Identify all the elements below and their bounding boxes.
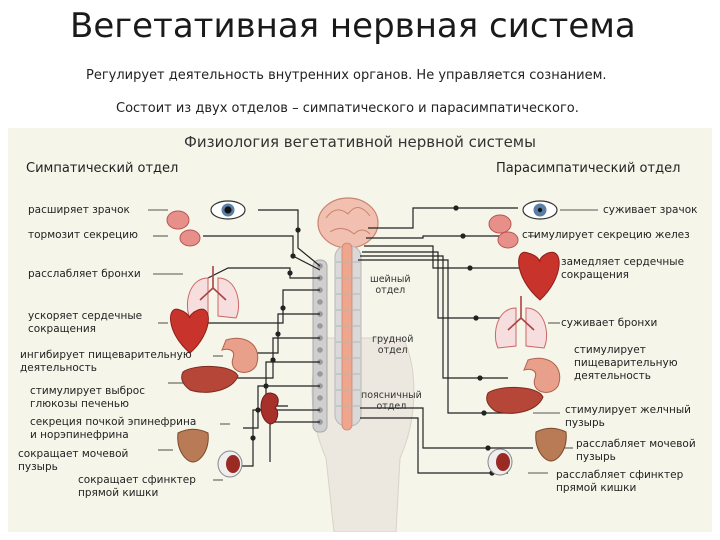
figure-title: Физиология вегетативной нервной системы	[184, 133, 536, 151]
para-label-digestion: стимулирует пищеварительную деятельность	[574, 344, 678, 382]
left-kidney-icon	[260, 392, 279, 425]
para-label-gallbladder: стимулирует желчный пузырь	[565, 404, 691, 429]
description-line-2: Состоит из двух отделов – симпатического…	[116, 101, 579, 116]
sympathetic-header: Симпатический отдел	[26, 161, 179, 176]
symp-label-kidney: секреция почкой эпинефрина и норэпинефри…	[30, 416, 197, 441]
para-label-rectum: расслабляет сфинктер прямой кишки	[556, 469, 684, 494]
left-stomach-icon	[221, 337, 259, 373]
spinal-column	[334, 242, 362, 431]
para-label-bladder: расслабляет мочевой пузырь	[576, 438, 696, 463]
symp-label-heart: ускоряет сердечные сокращения	[28, 310, 143, 335]
ans-diagram-drawing	[148, 197, 598, 532]
right-stomach-icon	[523, 357, 561, 393]
sympathetic-ganglia	[250, 227, 301, 441]
segment-cervical: шейный отдел	[370, 274, 411, 296]
right-rectum-icon	[487, 448, 513, 476]
symp-label-bronchi: расслабляет бронхи	[28, 268, 141, 280]
symp-label-pupil: расширяет зрачок	[28, 204, 130, 216]
right-lungs-icon	[494, 296, 548, 349]
brain-icon	[317, 197, 379, 249]
ans-diagram-panel: Физиология вегетативной нервной системы …	[8, 128, 712, 532]
right-eye-icon	[522, 200, 558, 220]
left-lungs-icon	[186, 266, 240, 319]
segment-lumbar: поясничный отдел	[361, 390, 422, 412]
para-label-heart: замедляет сердечные сокращения	[561, 256, 685, 281]
parasympathetic-header: Парасимпатический отдел	[496, 161, 681, 176]
symp-label-rectum: сокращает сфинктер прямой кишки	[78, 474, 196, 499]
sympathetic-trunk	[312, 259, 328, 433]
parasympathetic-ganglia	[453, 205, 495, 476]
symp-label-secretion: тормозит секрецию	[28, 229, 138, 241]
left-bladder-icon	[177, 428, 209, 463]
right-bladder-icon	[535, 427, 567, 462]
para-label-pupil: суживает зрачок	[603, 204, 698, 216]
para-label-bronchi: суживает бронхи	[561, 317, 658, 329]
right-heart-icon	[518, 251, 560, 301]
left-eye-icon	[210, 200, 246, 220]
slide-title: Вегетативная нервная система	[70, 6, 636, 46]
left-liver-icon	[181, 365, 239, 393]
description-line-1: Регулирует деятельность внутренних орган…	[86, 68, 607, 83]
symp-label-digestion: ингибирует пищеварительную деятельность	[20, 349, 192, 374]
symp-label-glucose: стимулирует выброс глюкозы печенью	[30, 385, 145, 410]
right-salivary-gland-icon	[488, 214, 519, 249]
left-salivary-gland-icon	[166, 210, 201, 247]
right-liver-icon	[486, 386, 544, 414]
segment-thoracic: грудной отдел	[372, 334, 414, 356]
left-rectum-icon	[217, 450, 243, 478]
symp-label-bladder: сокращает мочевой пузырь	[18, 448, 129, 473]
left-heart-icon	[170, 308, 209, 354]
para-label-secretion: стимулирует секрецию желез	[522, 229, 690, 241]
